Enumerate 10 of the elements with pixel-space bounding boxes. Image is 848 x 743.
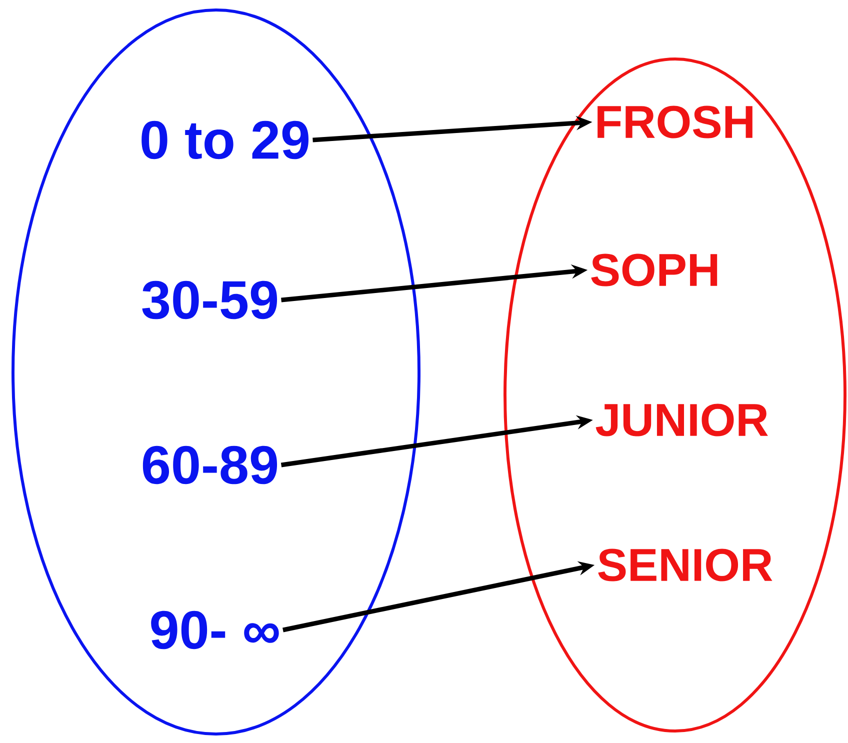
class-label: FROSH: [598, 106, 752, 138]
class-label: SOPH: [591, 254, 718, 286]
class-label: JUNIOR: [596, 404, 768, 436]
set-ellipse: [12, 8, 420, 736]
set-ellipse: [504, 58, 846, 732]
range-label: 30-59: [142, 280, 278, 320]
range-label: 60-89: [142, 446, 278, 484]
range-label: 0 to 29: [142, 120, 308, 160]
range-label: 90- ∞: [151, 610, 279, 650]
class-label: SENIOR: [598, 548, 772, 582]
